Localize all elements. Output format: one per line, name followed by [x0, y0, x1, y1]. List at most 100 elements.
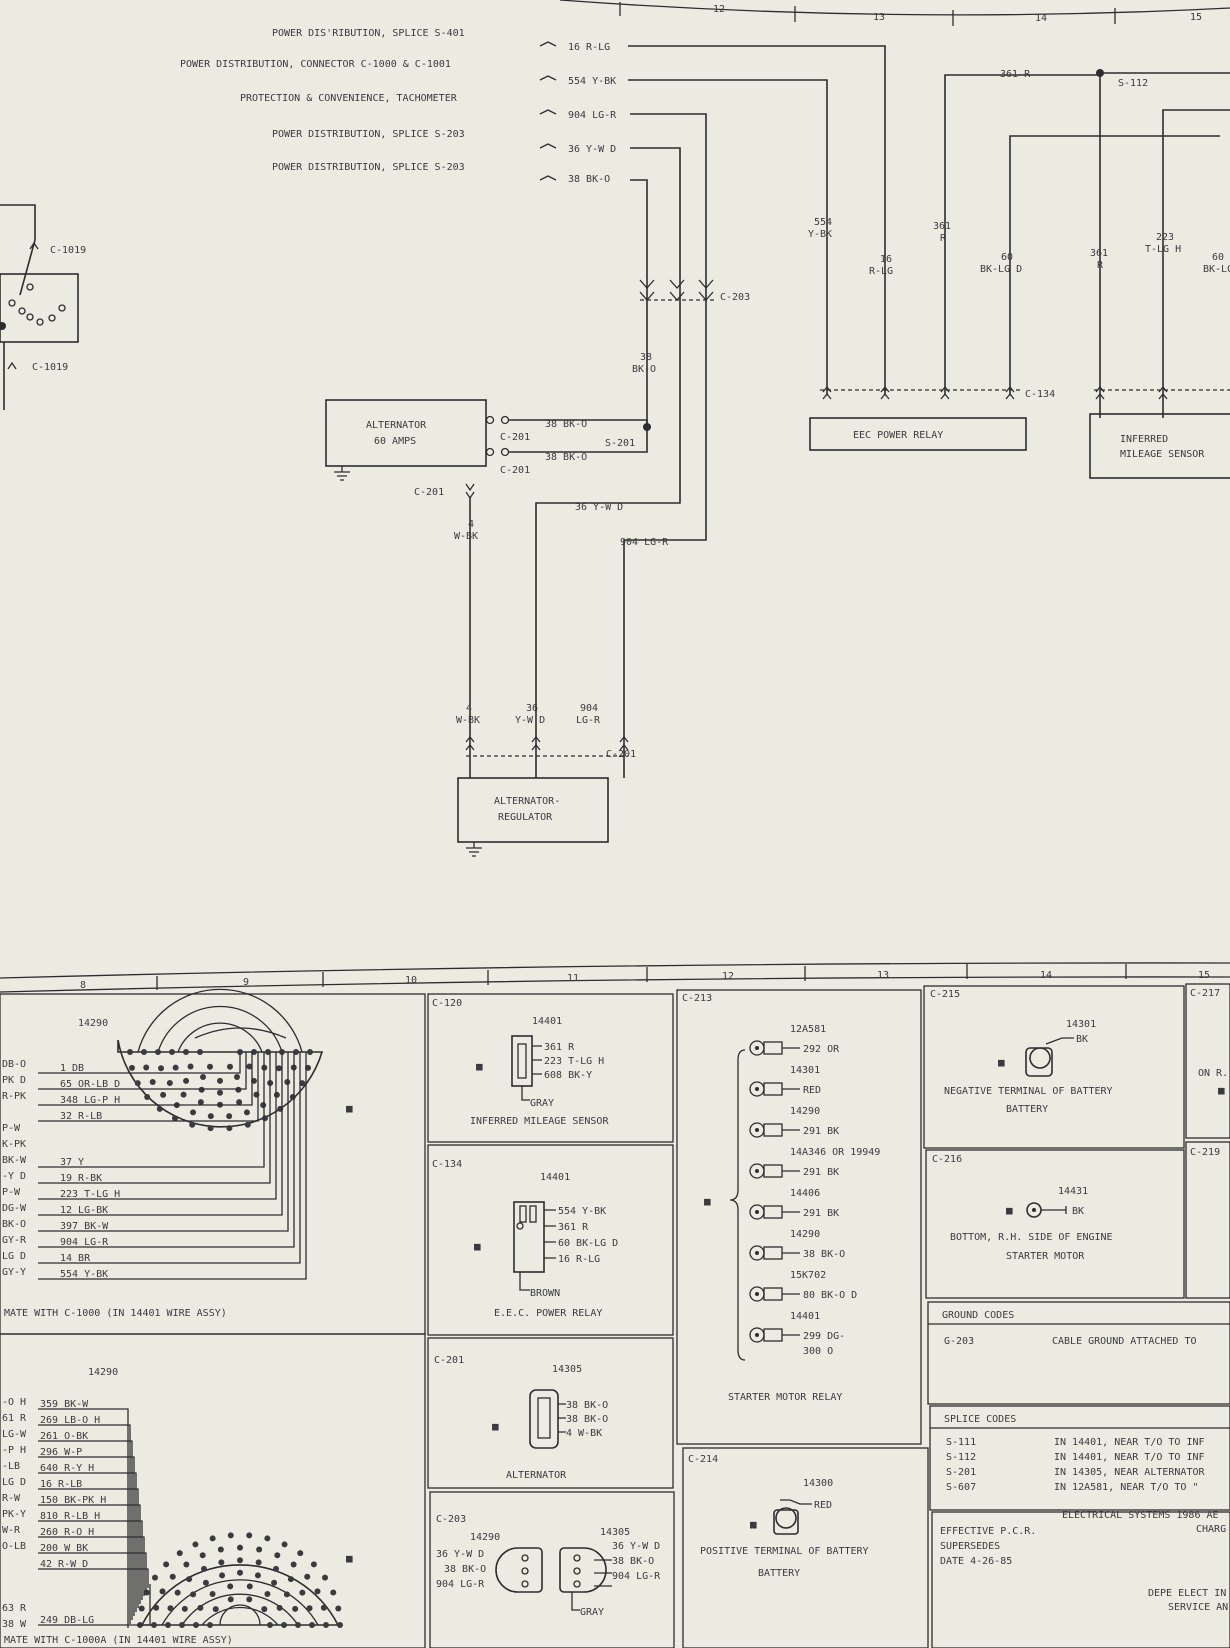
- pin: [169, 1049, 175, 1055]
- terminal-part: 14290: [790, 1106, 820, 1117]
- pin: [207, 1063, 213, 1070]
- col-10: 10: [405, 975, 417, 986]
- c203-left-wire: 904 LG-R: [436, 1579, 485, 1590]
- pin: [237, 1569, 243, 1576]
- pin: [255, 1559, 262, 1566]
- pin: [309, 1622, 315, 1628]
- c203-color: GRAY: [580, 1607, 604, 1618]
- pin: [179, 1622, 185, 1628]
- terminal-hole: [755, 1169, 759, 1173]
- top-col-14: 14: [1035, 13, 1047, 24]
- wire-bko: BK-O: [632, 364, 656, 375]
- v-label: 60: [1001, 252, 1013, 263]
- c120-code: C-120: [432, 998, 462, 1009]
- wire-label: 810 R-LB H: [40, 1511, 100, 1522]
- c1000-pin-field: [127, 1049, 313, 1132]
- terminal-part: 14301: [790, 1065, 820, 1076]
- pin: [260, 1102, 267, 1109]
- col-14: 14: [1040, 970, 1052, 981]
- pin: [199, 1552, 206, 1559]
- lead: [38, 1584, 151, 1626]
- lead: [38, 1440, 133, 1620]
- pin: [227, 1596, 234, 1603]
- wire-wbk: W-BK: [454, 531, 478, 542]
- c214-caption: BATTERY: [758, 1568, 800, 1579]
- lead: [153, 1052, 307, 1280]
- alt-wire: 38 BK-O: [545, 419, 587, 430]
- lead: [129, 1052, 259, 1122]
- left-code: -O H: [2, 1397, 26, 1408]
- pin: [207, 1125, 214, 1132]
- pin: [227, 1532, 234, 1539]
- c134-wire: 16 R-LG: [558, 1254, 600, 1265]
- left-code: O-LB: [2, 1541, 26, 1552]
- c1019-label: C-1019: [50, 245, 86, 256]
- pin: [143, 1589, 150, 1596]
- pin: [155, 1049, 161, 1055]
- terminal-hole: [755, 1128, 759, 1132]
- c203-label: C-203: [720, 292, 750, 303]
- v-label: Y-BK: [808, 229, 832, 240]
- splice-desc: IN 12A581, NEAR T/O TO ": [1054, 1482, 1199, 1493]
- alternator: ALTERNATOR 60 AMPS 38 BK-O 38 BK-O C-201…: [325, 399, 669, 745]
- pin: [337, 1622, 343, 1628]
- pin: [198, 1086, 205, 1093]
- pin: [144, 1093, 151, 1100]
- pin: [295, 1622, 301, 1628]
- pin: [254, 1572, 261, 1579]
- c120-caption: INFERRED MILEAGE SENSOR: [470, 1116, 609, 1127]
- left-code: K-PK: [2, 1139, 26, 1150]
- bullet: ■: [474, 1240, 481, 1253]
- v-label: 361: [933, 221, 951, 232]
- pin: [237, 1557, 243, 1564]
- bullet: ■: [1218, 1084, 1225, 1097]
- pin: [275, 1065, 282, 1072]
- v-label: BK-LG: [1203, 264, 1230, 275]
- bullet: ■: [346, 1102, 353, 1115]
- splice-code: S-112: [946, 1452, 976, 1463]
- top-col-12: 12: [713, 4, 725, 15]
- c214-panel: C-214 14300 RED ■ POSITIVE TERMINAL OF B…: [682, 1447, 929, 1648]
- pin: [200, 1074, 206, 1081]
- left-code: GY-R: [2, 1235, 27, 1246]
- wire-36: 36 Y-W D: [575, 502, 623, 513]
- c134-label: C-134: [1025, 389, 1055, 400]
- lead: [150, 1052, 301, 1264]
- pin: [261, 1606, 268, 1613]
- terminal-wire: 38 BK-O: [803, 1249, 845, 1260]
- lead: [126, 1052, 253, 1106]
- left-code: LG-W: [2, 1429, 27, 1440]
- ground-code: G-203: [944, 1336, 974, 1347]
- lead: [38, 1568, 149, 1588]
- eec-relay-title: EEC POWER RELAY: [853, 430, 943, 441]
- terminal-part: 14290: [790, 1229, 820, 1240]
- pin: [163, 1561, 170, 1568]
- pin: [153, 1604, 160, 1611]
- pin: [217, 1089, 223, 1096]
- terminal-body: [763, 1246, 783, 1260]
- wire-904: 904 LG-R: [620, 537, 669, 548]
- pin: [187, 1063, 194, 1070]
- wire-label: 14 BR: [60, 1253, 91, 1264]
- c201-code: C-201: [434, 1355, 464, 1366]
- c216-panel: C-216 14431 BK ■ BOTTOM, R.H. SIDE OF EN…: [925, 1149, 1185, 1299]
- left-code: 38 W: [2, 1619, 27, 1630]
- lead: [135, 1052, 271, 1184]
- wire-label: 640 R-Y H: [40, 1463, 94, 1474]
- c201-caption: ALTERNATOR: [506, 1470, 567, 1481]
- pin: [287, 1576, 294, 1583]
- left-code: P-W: [2, 1123, 21, 1134]
- wire-label: 904 LG-R: [568, 110, 617, 121]
- wire-label: 554 Y-BK: [568, 76, 616, 87]
- terminal-hole: [755, 1292, 759, 1296]
- c215-wire: BK: [1076, 1034, 1088, 1045]
- wire-label: 269 LB-O H: [40, 1415, 100, 1426]
- pin: [181, 1605, 188, 1612]
- left-code: -LB: [2, 1461, 20, 1472]
- pin: [183, 1561, 190, 1568]
- ims-title: INFERRED: [1120, 434, 1168, 445]
- terminal-body: [763, 1123, 783, 1137]
- pin: [190, 1591, 197, 1598]
